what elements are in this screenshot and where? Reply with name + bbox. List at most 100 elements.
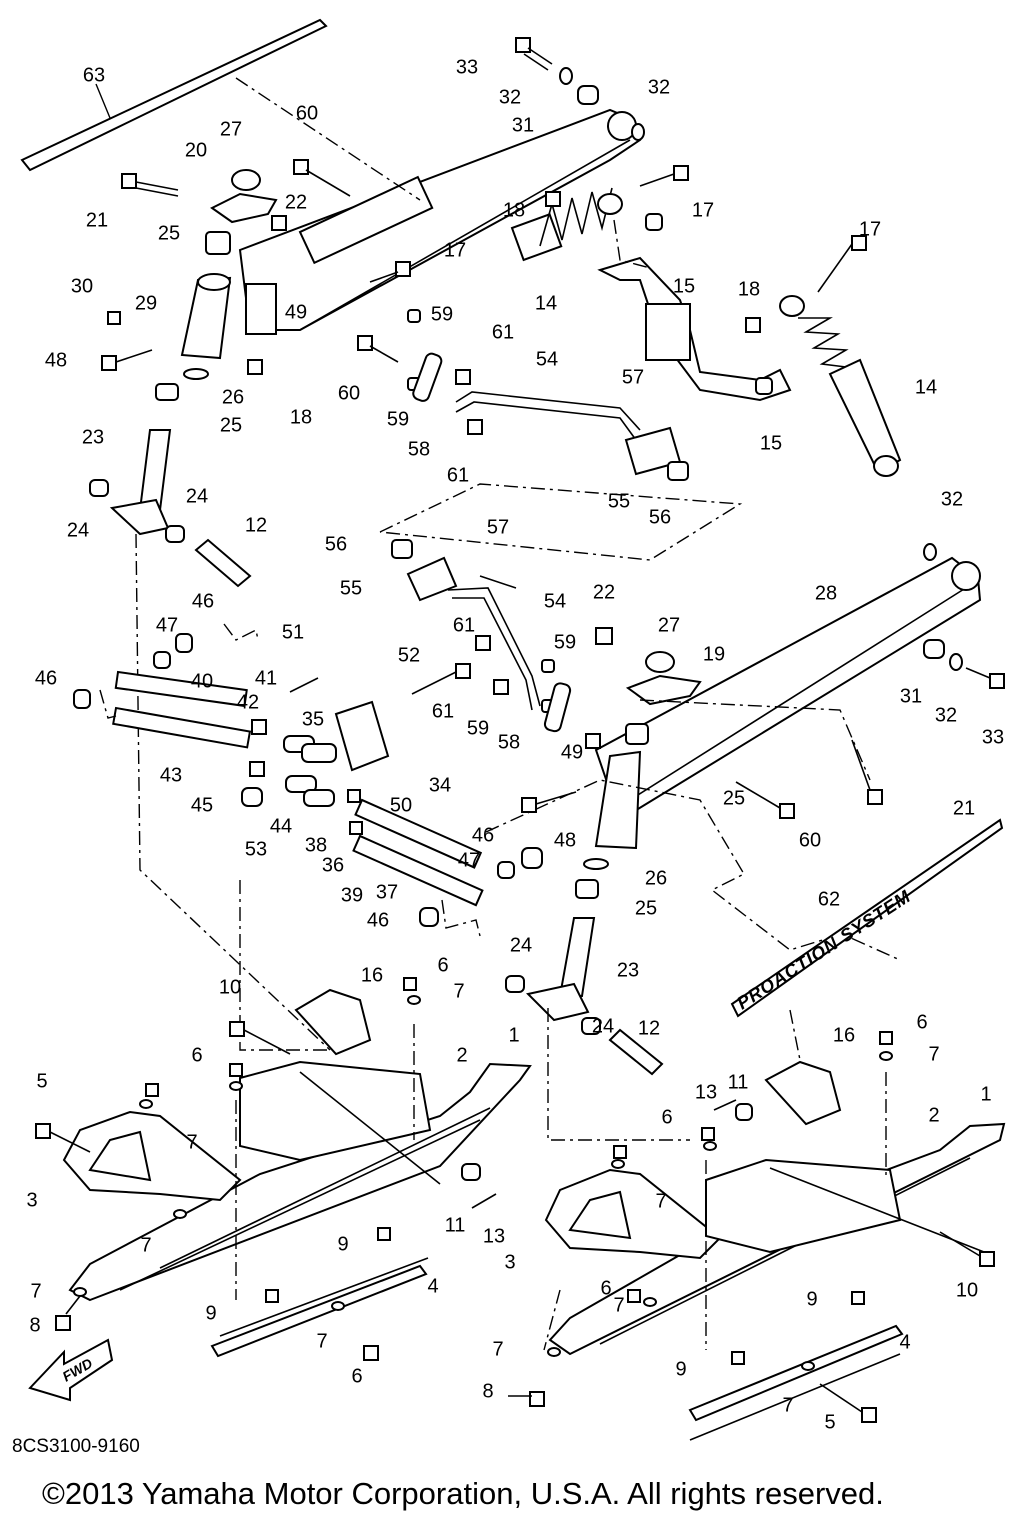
callout-2: 2 xyxy=(456,1044,467,1066)
callout-8: 8 xyxy=(482,1380,493,1402)
callout-32: 32 xyxy=(935,704,957,726)
callout-34: 34 xyxy=(429,774,451,796)
nut-22-top xyxy=(271,215,287,231)
callout-11: 11 xyxy=(728,1071,749,1093)
spacer-59-mid-upper xyxy=(541,659,555,673)
callout-26: 26 xyxy=(222,386,244,408)
nut-61-mid-upper xyxy=(475,635,491,651)
spindle-23-upper xyxy=(109,383,179,536)
link-58-mid xyxy=(543,682,572,733)
callout-49: 49 xyxy=(561,741,583,763)
washer-32-mid xyxy=(923,543,937,561)
shock-absorber-14-right xyxy=(779,295,902,477)
callout-24: 24 xyxy=(186,485,208,507)
bolt-8-left xyxy=(55,1295,81,1331)
callout-60: 60 xyxy=(296,102,318,124)
callout-33: 33 xyxy=(456,56,478,78)
callout-7: 7 xyxy=(30,1280,41,1302)
bushing-31-top xyxy=(577,85,599,105)
callout-10: 10 xyxy=(956,1279,978,1301)
callout-61: 61 xyxy=(492,321,514,343)
callout-6: 6 xyxy=(916,1011,927,1033)
callout-61: 61 xyxy=(453,614,475,636)
callout-11: 11 xyxy=(445,1214,466,1236)
nut-6-left-mid xyxy=(145,1083,159,1097)
bushing-46-left xyxy=(73,689,91,709)
callout-30: 30 xyxy=(71,275,93,297)
bolt-60-mid-right xyxy=(735,781,795,819)
washer-7-right-d xyxy=(547,1347,561,1357)
callout-26: 26 xyxy=(645,867,667,889)
decal-strip-62: PROACTION SYSTEM xyxy=(730,818,1004,1018)
callout-14: 14 xyxy=(535,292,557,314)
callout-24: 24 xyxy=(67,519,89,541)
callout-16: 16 xyxy=(361,964,383,986)
callout-20: 20 xyxy=(185,139,207,161)
nut-6-right-a xyxy=(613,1145,627,1159)
bolt-8-right xyxy=(508,1391,545,1407)
bushing-11-left xyxy=(461,1163,481,1181)
callout-56: 56 xyxy=(649,506,671,528)
callout-7: 7 xyxy=(492,1338,503,1360)
bushing-24-upper-left xyxy=(89,479,109,497)
bushing-47-mid xyxy=(497,861,515,879)
bolt-33-top xyxy=(515,37,553,71)
rod-end-44 xyxy=(285,775,317,793)
bushing-31-mid xyxy=(923,639,945,659)
washer-7-right-top xyxy=(879,1051,893,1061)
callout-18: 18 xyxy=(290,406,312,428)
callout-22: 22 xyxy=(593,581,615,603)
callout-24: 24 xyxy=(510,934,532,956)
pin-57-mid xyxy=(479,575,517,589)
callout-7: 7 xyxy=(316,1330,327,1352)
callout-3: 3 xyxy=(26,1189,37,1211)
callout-24: 24 xyxy=(592,1015,614,1037)
nut-22-mid xyxy=(595,627,613,645)
bushing-46-mid-top xyxy=(521,847,543,869)
callout-58: 58 xyxy=(408,438,430,460)
washer-26-upper xyxy=(183,368,209,380)
callout-4: 4 xyxy=(427,1275,438,1297)
spacer-59-upper xyxy=(407,309,421,323)
bolt-10-left xyxy=(229,1021,291,1055)
callout-48: 48 xyxy=(45,349,67,371)
rod-end-35 xyxy=(301,743,337,763)
tube-12-upper xyxy=(194,538,252,588)
bolt-9-right-a xyxy=(851,1291,865,1305)
callout-44: 44 xyxy=(270,815,292,837)
callout-61: 61 xyxy=(447,464,469,486)
spindle-housing-mid xyxy=(594,723,649,850)
washer-7-right-c xyxy=(643,1297,657,1307)
stabilizer-bar-54-upper xyxy=(455,391,641,441)
callout-6: 6 xyxy=(437,954,448,976)
callout-6: 6 xyxy=(351,1365,362,1387)
callout-40: 40 xyxy=(191,670,213,692)
callout-4: 4 xyxy=(899,1331,910,1353)
bushing-24-upper-right xyxy=(165,525,185,543)
bracket-20 xyxy=(210,192,278,224)
callout-7: 7 xyxy=(140,1234,151,1256)
callout-14: 14 xyxy=(915,376,937,398)
nut-36 xyxy=(347,789,361,803)
cap-27-mid xyxy=(645,651,675,673)
tie-rod-34 xyxy=(354,798,483,869)
callout-41: 41 xyxy=(255,667,277,689)
lower-arm-40 xyxy=(114,670,248,708)
callout-38: 38 xyxy=(305,834,327,856)
callout-48: 48 xyxy=(554,829,576,851)
callout-32: 32 xyxy=(499,86,521,108)
diagram-code: 8CS3100-9160 xyxy=(12,1436,140,1457)
callout-59: 59 xyxy=(431,303,453,325)
callout-33: 33 xyxy=(982,726,1004,748)
callout-35: 35 xyxy=(302,708,324,730)
callout-52: 52 xyxy=(398,644,420,666)
callout-32: 32 xyxy=(941,488,963,510)
callout-7: 7 xyxy=(928,1043,939,1065)
ski-assembly-left xyxy=(62,988,532,1337)
callout-25: 25 xyxy=(158,222,180,244)
callout-9: 9 xyxy=(806,1288,817,1310)
callout-23: 23 xyxy=(82,426,104,448)
callout-46: 46 xyxy=(192,590,214,612)
cap-27-top xyxy=(231,169,261,191)
